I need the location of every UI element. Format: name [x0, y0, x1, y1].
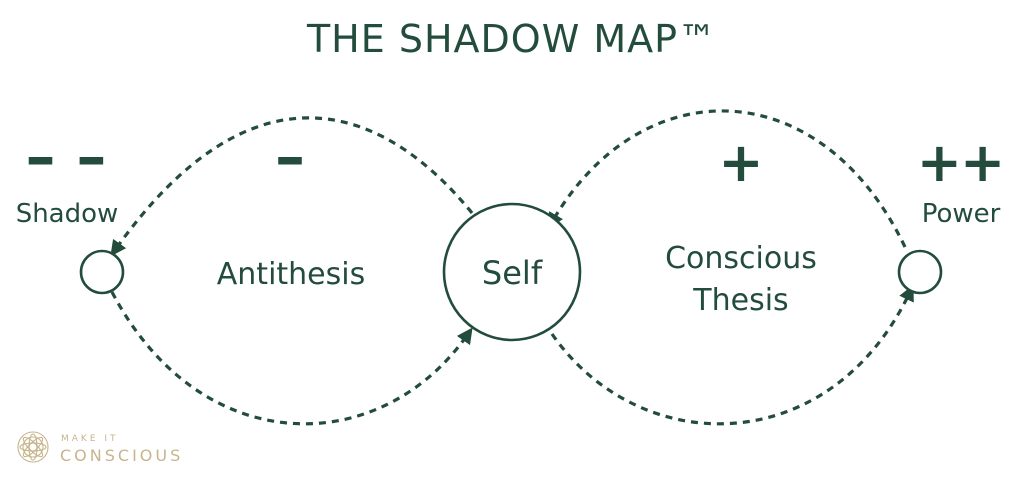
- thesis-sign: +: [718, 131, 763, 194]
- antithesis-sign: –: [275, 122, 305, 192]
- self-node: [442, 202, 582, 342]
- arc-shadow-to-self: [110, 291, 473, 426]
- thesis-label-line1: Conscious: [665, 241, 817, 276]
- arc-self-to-power: [550, 284, 914, 426]
- shadow-node: [79, 249, 125, 295]
- power-node: [897, 249, 943, 295]
- thesis-label-line2: Thesis: [692, 283, 788, 318]
- power-sign: ++: [917, 131, 1004, 194]
- brand-line1: MAKE IT: [61, 434, 119, 444]
- power-label: Power: [922, 199, 1001, 229]
- self-label: Self: [482, 254, 543, 292]
- brand-line2: CONSCIOUS: [60, 446, 183, 465]
- diagram-title: THE SHADOW MAP™: [306, 17, 717, 61]
- brand-logo: MAKE IT CONSCIOUS: [17, 431, 183, 465]
- antithesis-label: Antithesis: [217, 257, 365, 292]
- mandala-logo-icon: [17, 431, 49, 463]
- flow-arcs: [110, 109, 914, 426]
- arc-self-to-shadow: [110, 116, 474, 257]
- shadow-sign: – –: [26, 122, 107, 192]
- shadow-label: Shadow: [16, 199, 119, 229]
